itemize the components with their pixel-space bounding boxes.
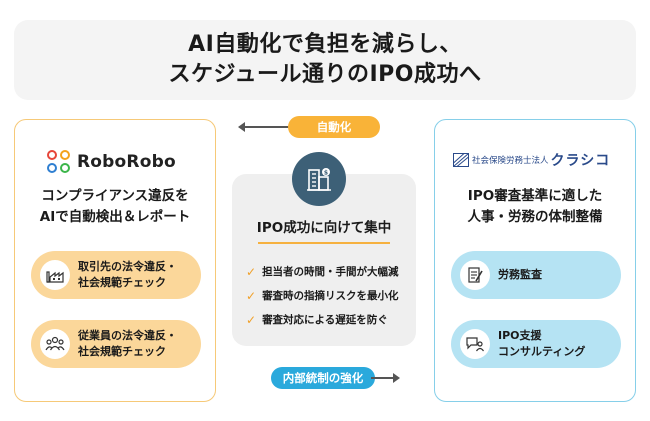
consulting-chat-icon [460,329,490,359]
roborobo-logo-icon [47,150,71,174]
arrow-right-icon [393,373,400,383]
title-banner: AI自動化で負担を減らし、 スケジュール通りのIPO成功へ [14,20,636,100]
ipo-consulting-item: IPO支援 コンサルティング [451,320,621,368]
roborobo-description: コンプライアンス違反を AIで自動検出＆レポート [39,188,191,225]
roborobo-logo-text: RoboRobo [77,152,176,172]
labor-audit-item: 労務監査 [451,251,621,299]
benefit-list: ✓担当者の時間・手間が大幅減 ✓審査時の指摘リスクを最小化 ✓審査対応による遅延… [246,260,399,332]
benefit-item: ✓審査対応による遅延を防ぐ [246,308,399,332]
building-icon: $ [292,152,346,206]
roborobo-panel: RoboRobo コンプライアンス違反を AIで自動検出＆レポート 取引先の法令… [14,119,216,402]
clasico-logo-icon [453,153,469,167]
svg-text:$: $ [324,170,328,177]
automation-arrow: 自動化 [238,116,380,138]
clipboard-check-icon [460,260,490,290]
internal-control-badge: 内部統制の強化 [271,367,375,389]
factory-icon [40,260,70,290]
people-group-icon [40,329,70,359]
title-line-2: スケジュール通りのIPO成功へ [168,62,482,87]
check-icon: ✓ [246,265,257,279]
check-icon: ✓ [246,289,257,303]
clasico-logo-big: クラシコ [550,153,611,169]
clasico-logo: 社会保険労務士法人 クラシコ [453,150,610,170]
arrow-left-icon [238,122,245,132]
title-line-1: AI自動化で負担を減らし、 [188,32,462,57]
benefit-item: ✓審査時の指摘リスクを最小化 [246,284,399,308]
benefit-item: ✓担当者の時間・手間が大幅減 [246,260,399,284]
employee-check-item: 従業員の法令違反・ 社会規範チェック [31,320,201,368]
automation-badge: 自動化 [288,116,380,138]
clasico-panel: 社会保険労務士法人 クラシコ IPO審査基準に適した 人事・労務の体制整備 労務… [434,119,636,402]
heading-divider [258,242,390,244]
internal-control-arrow: 内部統制の強化 [271,367,401,389]
check-icon: ✓ [246,313,257,327]
clasico-logo-small: 社会保険労務士法人 [472,156,549,166]
clasico-description: IPO審査基準に適した 人事・労務の体制整備 [467,188,603,225]
supplier-check-item: 取引先の法令違反・ 社会規範チェック [31,251,201,299]
ipo-focus-heading: IPO成功に向けて集中 [256,220,392,236]
roborobo-logo: RoboRobo [47,150,176,174]
